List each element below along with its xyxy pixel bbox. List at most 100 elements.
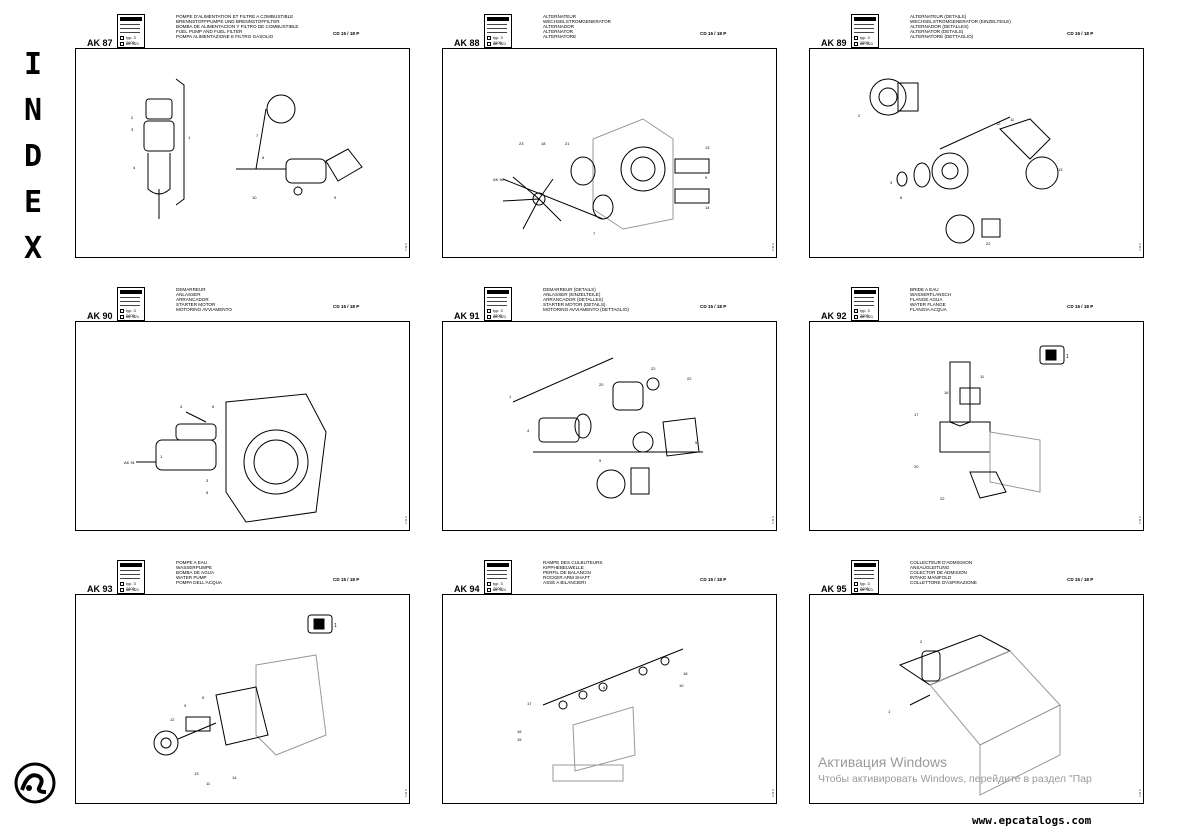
catalog-page-ak89[interactable]: AK 89 typ. 3 2600 sn: 821 446 Alternateu… <box>809 14 1144 259</box>
catalog-page-ak94[interactable]: AK 94 typ. 3 2600 sn: 821 446 Rampe des … <box>442 560 777 805</box>
svg-text:15: 15 <box>517 737 522 742</box>
site-url-link[interactable]: www.epcatalogs.com <box>972 814 1092 827</box>
index-letter: X <box>23 231 43 266</box>
model-code-box: typ. 3 2600 sn: 821 446 <box>851 560 879 597</box>
sheet-code: AK 92 <box>821 311 847 321</box>
index-letter: D <box>23 139 43 174</box>
svg-text:2: 2 <box>858 113 861 118</box>
sheet-titles: Alternateur (Details)Wechselstromgenerat… <box>910 14 1011 39</box>
svg-text:8: 8 <box>262 155 265 160</box>
svg-text:4: 4 <box>180 404 183 409</box>
title-es: Bomba de alimentacion y filtro de combus… <box>176 24 299 29</box>
svg-text:12: 12 <box>170 717 175 722</box>
svg-text:5: 5 <box>206 490 209 495</box>
catalog-page-ak90[interactable]: AK 90 typ. 3 2600 sn: 821 446 DemarreurA… <box>75 287 410 532</box>
svg-text:7: 7 <box>256 133 259 138</box>
sheet-code: AK 90 <box>87 311 113 321</box>
svg-text:22: 22 <box>940 496 945 501</box>
model-code-box: typ. 3 2600 sn: 821 446 <box>484 14 512 51</box>
ref-callout: AK 91 <box>124 460 136 465</box>
catalog-page-ak93[interactable]: AK 93 typ. 3 2600 sn: 821 446 Pompe a ea… <box>75 560 410 805</box>
model-code-box: typ. 3 2600 sn: 821 446 <box>117 560 145 597</box>
svg-text:18: 18 <box>541 141 546 146</box>
svg-text:22: 22 <box>687 376 692 381</box>
sheet-code: AK 88 <box>454 38 480 48</box>
svg-text:2: 2 <box>920 639 923 644</box>
sheet-titles: AlternateurWechselstromgeneratorAlternad… <box>543 14 611 39</box>
svg-text:7: 7 <box>593 231 596 236</box>
ref-code: CD 15 / 18 P <box>333 304 360 309</box>
ref-code: CD 15 / 18 P <box>1067 577 1094 582</box>
brand-logo-icon <box>14 762 56 804</box>
svg-text:20: 20 <box>599 382 604 387</box>
index-letter: N <box>23 93 43 128</box>
ref-code: CD 15 / 18 P <box>700 304 727 309</box>
sheet-titles: Demarreur (Details)Anlasser (Einzelteile… <box>543 287 629 312</box>
svg-text:6: 6 <box>900 195 903 200</box>
sheet-code: AK 91 <box>454 311 480 321</box>
sheet-titles: DemarreurAnlasserArrancadorStarter motor… <box>176 287 232 312</box>
ref-code: CD 15 / 18 P <box>1067 304 1094 309</box>
catalog-page-ak88[interactable]: AK 88 typ. 3 2600 sn: 821 446 Alternateu… <box>442 14 777 259</box>
title-de: Brennstoffpumpe und Brennstoffilter <box>176 19 280 24</box>
index-vertical-title: I N D E X <box>18 42 48 272</box>
index-letter: I <box>23 47 43 82</box>
type-label: typ. 3 2600 <box>126 35 136 45</box>
svg-text:17: 17 <box>914 412 919 417</box>
model-code-box: typ. 3 2600 sn: 821 446 <box>484 287 512 324</box>
quantity-label: 1 <box>1066 354 1069 360</box>
catalog-page-ak92[interactable]: AK 92 typ. 3 2600 sn: 821 446 Bride a ea… <box>809 287 1144 532</box>
svg-text:3: 3 <box>890 180 893 185</box>
svg-text:3: 3 <box>131 127 134 132</box>
ref-code: CD 15 / 18 P <box>1067 31 1094 36</box>
sheet-titles: Bride a eauWasserflanschFlange aguaWater… <box>910 287 952 312</box>
sheet-titles: Pompe a eauWasserpumpeBomba de aguaWater… <box>176 560 222 585</box>
svg-text:5: 5 <box>202 695 205 700</box>
svg-text:6: 6 <box>212 404 215 409</box>
svg-text:1: 1 <box>160 454 163 459</box>
index-letter: E <box>23 185 43 220</box>
svg-text:8: 8 <box>603 685 606 690</box>
svg-text:13: 13 <box>194 771 199 776</box>
title-it: Pompa alimentazione e filtro gasolio <box>176 34 274 39</box>
svg-text:5: 5 <box>695 440 698 445</box>
svg-text:2: 2 <box>131 115 134 120</box>
svg-text:9: 9 <box>705 175 708 180</box>
catalog-page-ak87[interactable]: AK 87 typ. 3 2600 sn: 821 446 Pompe d'al… <box>75 14 410 259</box>
svg-text:11: 11 <box>980 374 985 379</box>
watermark-subtitle: Чтобы активировать Windows, перейдите в … <box>818 773 1092 785</box>
svg-text:4: 4 <box>527 428 530 433</box>
svg-text:10: 10 <box>252 195 257 200</box>
sheet-titles: Pompe d'alimentation et filtre a combust… <box>176 14 298 39</box>
model-code-box: typ. 3 2600 sn: 821 446 <box>117 14 145 51</box>
sheet-code: AK 89 <box>821 38 847 48</box>
sheet-header: AK 87 typ. 3 2600 sn: 821 446 Pompe d'al… <box>75 14 410 51</box>
sheet-titles: Rampe des culbuteursKipphebelwellePerfil… <box>543 560 603 585</box>
ref-code: CD 15 / 18 P <box>700 577 727 582</box>
windows-activation-watermark: Активация Windows Чтобы активировать Win… <box>818 754 1092 785</box>
ref-code: CD 15 / 18 P <box>333 577 360 582</box>
svg-text:16: 16 <box>944 390 949 395</box>
svg-text:9: 9 <box>334 195 337 200</box>
svg-text:13: 13 <box>705 145 710 150</box>
svg-text:10: 10 <box>679 683 684 688</box>
sheet-titles: Collecteur d'admissionAnsaugleitungColec… <box>910 560 977 585</box>
title-fr: Pompe d'alimentation et filtre a combust… <box>176 14 294 19</box>
catalog-page-ak95[interactable]: AK 95 typ. 3 2600 sn: 821 446 Collecteur… <box>809 560 1144 805</box>
svg-text:9: 9 <box>184 703 187 708</box>
catalog-page-ak91[interactable]: AK 91 typ. 3 2600 sn: 821 446 Demarreur … <box>442 287 777 532</box>
svg-text:17: 17 <box>527 701 532 706</box>
